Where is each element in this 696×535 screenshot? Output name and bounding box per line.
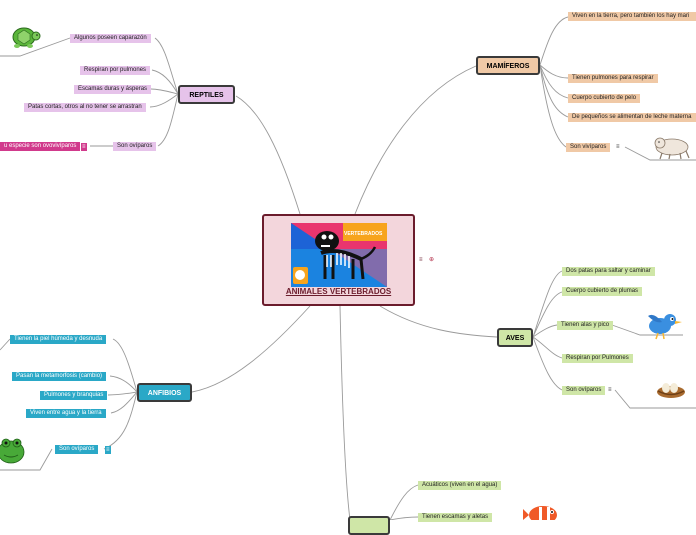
notes-icon[interactable]: ≡ bbox=[419, 257, 423, 263]
aves-item[interactable]: Cuerpo cubierto de plumas bbox=[562, 287, 643, 296]
fish-image bbox=[521, 501, 565, 524]
anfibios-item[interactable]: Son ovíparos bbox=[55, 445, 99, 454]
skeleton-dog-image bbox=[291, 223, 387, 287]
peces-item[interactable]: Acuáticos (viven en el agua) bbox=[418, 481, 502, 490]
peces-item[interactable]: Tienen escamas y aletas bbox=[418, 513, 493, 522]
topic-peces[interactable] bbox=[348, 516, 390, 535]
mamiferos-item[interactable]: De pequeños se alimentan de leche matern… bbox=[568, 113, 696, 122]
badge-label: VERTEBRADOS bbox=[344, 231, 383, 237]
aves-item[interactable]: Dos patas para saltar y caminar bbox=[562, 267, 655, 276]
reptiles-note[interactable]: u especie son ovovivíparos bbox=[0, 142, 81, 151]
reptiles-item[interactable]: Son ovíparos bbox=[113, 142, 157, 151]
center-node[interactable]: VERTEBRADOS ANIMALES VERTEBRADOS bbox=[262, 214, 415, 306]
mamiferos-item[interactable]: Son vivíparos bbox=[566, 143, 611, 152]
reptiles-item[interactable]: Respiran por pulmones bbox=[80, 66, 151, 75]
topic-reptiles[interactable]: REPTILES bbox=[178, 85, 235, 104]
reptiles-item[interactable]: Algunos poseen caparazón bbox=[70, 34, 151, 43]
aves-item[interactable]: Respiran por Pulmones bbox=[562, 354, 633, 363]
topic-anfibios[interactable]: ANFIBIOS bbox=[137, 383, 192, 402]
topic-aves[interactable]: AVES bbox=[497, 328, 533, 347]
anfibios-item[interactable]: Viven entre agua y la tierra bbox=[26, 409, 106, 418]
connector-lines bbox=[0, 16, 696, 520]
animal-image bbox=[650, 131, 696, 161]
notes-icon[interactable]: ≡ bbox=[608, 387, 612, 393]
notes-icon[interactable]: ≡ bbox=[81, 143, 87, 151]
mamiferos-item[interactable]: Viven en la tierra, pero también los hay… bbox=[568, 12, 696, 21]
notes-icon[interactable]: ≡ bbox=[105, 446, 111, 454]
topic-mamiferos[interactable]: MAMÍFEROS bbox=[476, 56, 540, 75]
mamiferos-item[interactable]: Tienen pulmones para respirar bbox=[568, 74, 658, 83]
reptiles-item[interactable]: Patas cortas, otros al no tener se arras… bbox=[24, 103, 146, 112]
aves-item[interactable]: Son ovíparos bbox=[562, 386, 606, 395]
aves-item[interactable]: Tienen alas y pico bbox=[557, 321, 614, 330]
anfibios-item[interactable]: Pasan la metamorfosis (cambio) bbox=[12, 372, 107, 381]
bird-image bbox=[640, 306, 684, 342]
turtle-image bbox=[8, 20, 42, 52]
anfibios-item[interactable]: Tienen la piel húmeda y desnuda bbox=[10, 335, 107, 344]
nest-image bbox=[655, 378, 687, 400]
anfibios-item[interactable]: Pulmones y branquias bbox=[40, 391, 108, 400]
frog-image bbox=[0, 430, 26, 470]
link-icon[interactable]: ⊕ bbox=[429, 257, 435, 263]
center-title: ANIMALES VERTEBRADOS bbox=[285, 287, 392, 296]
reptiles-item[interactable]: Escamas duras y ásperas bbox=[74, 85, 152, 94]
mamiferos-item[interactable]: Cuerpo cubierto de pelo bbox=[568, 94, 641, 103]
notes-icon[interactable]: ≡ bbox=[616, 144, 620, 150]
